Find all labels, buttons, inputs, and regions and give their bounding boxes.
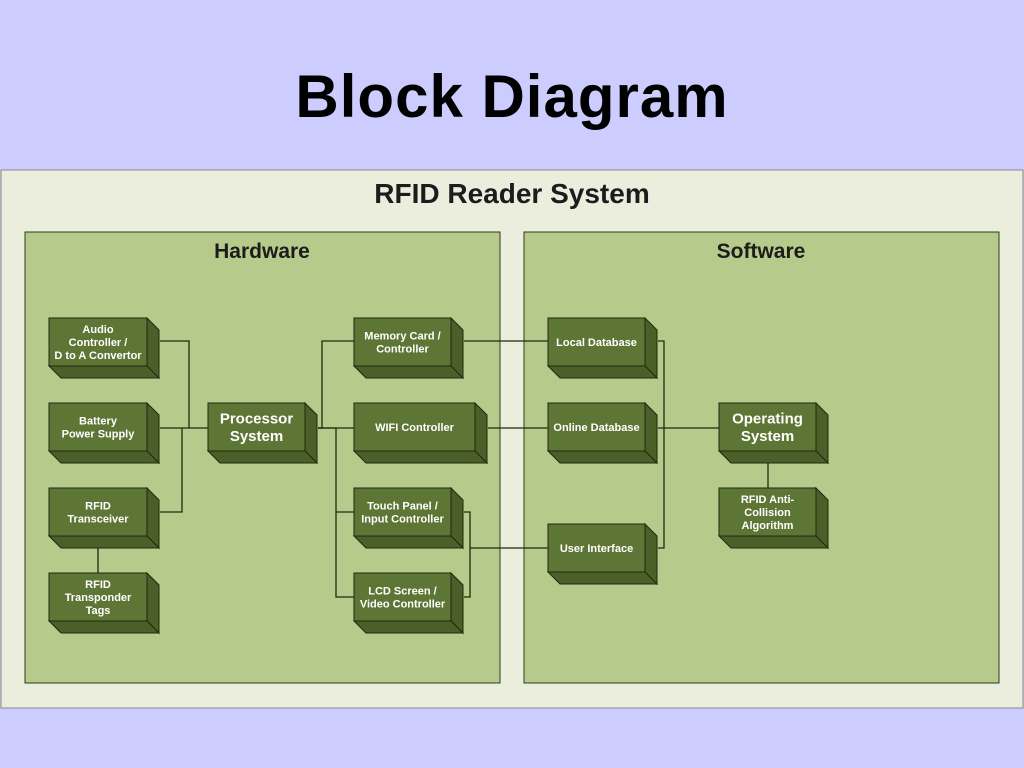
- block-face: [48, 317, 148, 367]
- block-label-line: Tags: [86, 605, 111, 617]
- connector-touch-ui: [464, 511, 548, 598]
- connector-lines: [97, 340, 769, 598]
- block-label-line: Audio: [82, 324, 113, 336]
- block-label-line: Online Database: [553, 422, 639, 434]
- diagram-title: RFID Reader System: [374, 178, 649, 209]
- user-interface-block: User Interface: [546, 522, 659, 586]
- block-face: [48, 487, 148, 537]
- local-database-block: Local Database: [546, 316, 659, 380]
- block-bottom: [352, 535, 465, 549]
- block-bottom: [546, 450, 659, 464]
- block-label-line: Transceiver: [67, 513, 129, 525]
- block-label-line: Touch Panel /: [367, 500, 438, 512]
- block-face: [547, 317, 646, 367]
- block-label-line: Collision: [744, 507, 791, 519]
- connector-audio: [160, 340, 190, 428]
- block-label-line: Power Supply: [62, 428, 136, 440]
- block-bottom: [47, 620, 161, 634]
- connector-touch-lcd: [318, 427, 354, 598]
- block-label-line: Memory Card /: [364, 330, 440, 342]
- block-bottom: [546, 365, 659, 379]
- block-label-line: Processor: [220, 410, 294, 427]
- block-face: [48, 402, 148, 452]
- block-bottom: [352, 620, 465, 634]
- block-face: [718, 402, 817, 452]
- block-label-line: Transponder: [65, 592, 132, 604]
- block-bottom: [206, 450, 319, 464]
- block-face: [353, 487, 452, 537]
- block-label-line: D to A Convertor: [54, 350, 142, 362]
- block-label-line: Video Controller: [360, 598, 446, 610]
- memory-card-controller-block: Memory Card /Controller: [352, 316, 465, 380]
- block-label-line: Algorithm: [742, 520, 794, 532]
- software-panel-label: Software: [717, 240, 806, 263]
- block-bottom: [717, 535, 830, 549]
- block-bottom: [352, 365, 465, 379]
- block-face: [547, 402, 646, 452]
- slide-title: Block Diagram: [295, 63, 729, 130]
- block-bottom: [47, 450, 161, 464]
- block-face: [353, 402, 476, 452]
- block-label-line: RFID: [85, 579, 111, 591]
- block-face: [718, 487, 817, 537]
- block-face: [547, 523, 646, 573]
- block-bottom: [47, 535, 161, 549]
- block-bottom: [352, 450, 489, 464]
- block-label-line: Input Controller: [361, 513, 444, 525]
- block-label-line: Local Database: [556, 337, 637, 349]
- block-label-line: Battery: [79, 415, 118, 427]
- block-label-line: Operating: [732, 410, 803, 427]
- connector-db-ui-bus: [658, 340, 665, 549]
- block-bottom: [546, 571, 659, 585]
- block-label-line: LCD Screen /: [368, 585, 436, 597]
- block-label-line: System: [741, 428, 794, 445]
- block-face: [207, 402, 306, 452]
- block-label-line: Controller: [376, 343, 429, 355]
- block-label-line: RFID: [85, 500, 111, 512]
- block-label-line: System: [230, 428, 283, 445]
- block-face: [353, 572, 452, 622]
- hardware-panel-label: Hardware: [214, 240, 310, 263]
- block-label-line: RFID Anti-: [741, 494, 795, 506]
- touch-panel-input-controller-block: Touch Panel /Input Controller: [352, 486, 465, 550]
- block-label-line: Controller /: [69, 337, 128, 349]
- block-label-line: WIFI Controller: [375, 422, 455, 434]
- block-face: [48, 572, 148, 622]
- connector-transceiver: [160, 428, 183, 513]
- online-database-block: Online Database: [546, 401, 659, 465]
- block-bottom: [717, 450, 830, 464]
- wifi-controller-block: WIFI Controller: [352, 401, 489, 465]
- lcd-screen-video-controller-block: LCD Screen /Video Controller: [352, 571, 465, 635]
- block-label-line: User Interface: [560, 543, 633, 555]
- block-bottom: [47, 365, 161, 379]
- block-face: [353, 317, 452, 367]
